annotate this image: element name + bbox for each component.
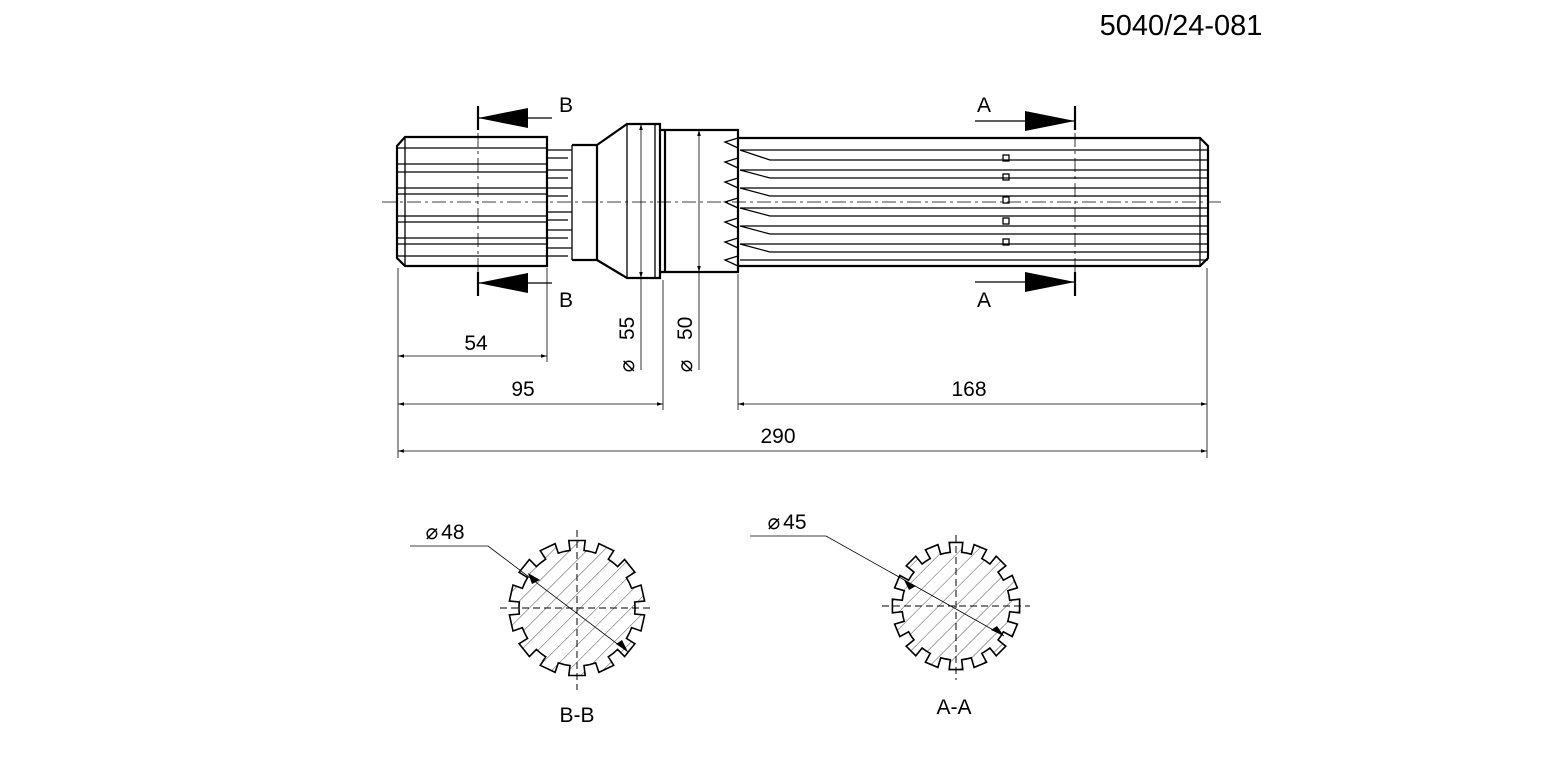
dim-length-168: 168 — [951, 378, 986, 401]
diameter-symbol: ⌀ — [674, 360, 697, 373]
section-marker-b-bottom: B — [559, 289, 573, 312]
left-spline-grooves — [397, 147, 547, 257]
section-view-bb — [410, 530, 652, 690]
shaft-side-view: B B A A — [382, 94, 1225, 312]
dim-diameter-55: ⌀ 55 — [616, 317, 639, 373]
diameter-symbol: ⌀ — [425, 521, 438, 544]
diameter-symbol: ⌀ — [767, 511, 780, 534]
right-spline-grooves — [740, 149, 1208, 261]
dim-diameter-48-value: 48 — [441, 521, 464, 544]
section-view-aa — [750, 535, 1030, 680]
dim-length-290: 290 — [760, 425, 795, 448]
drawing-number: 5040/24-081 — [1100, 10, 1263, 42]
taper-section — [595, 122, 662, 280]
right-spline-section — [738, 136, 1210, 268]
section-label-bb: B-B — [559, 704, 594, 727]
left-spline-end — [395, 135, 549, 268]
dim-diameter-50: ⌀ 50 — [674, 317, 697, 373]
section-marker-b-top: B — [559, 94, 573, 117]
diameter-symbol: ⌀ — [616, 360, 639, 373]
dimension-lines — [397, 124, 1208, 458]
dim-diameter-45: ⌀45 — [767, 511, 806, 534]
section-marker-a-top: A — [977, 94, 991, 117]
section-cut-a — [975, 106, 1077, 296]
keyway-marks — [1002, 154, 1010, 246]
section-cut-b — [476, 106, 552, 296]
collar-section — [660, 128, 740, 274]
dim-diameter-50-value: 50 — [674, 317, 697, 340]
dim-length-54: 54 — [464, 332, 488, 355]
dim-diameter-48: ⌀48 — [425, 521, 464, 544]
dim-diameter-55-value: 55 — [616, 317, 639, 340]
section-label-aa: A-A — [936, 696, 971, 719]
dim-diameter-45-value: 45 — [783, 511, 806, 534]
spline-entry-slants — [739, 149, 771, 253]
right-spline-runout — [723, 137, 739, 267]
dim-length-95: 95 — [511, 378, 534, 401]
section-marker-a-bottom: A — [977, 289, 991, 312]
left-spline-runout — [547, 145, 573, 260]
